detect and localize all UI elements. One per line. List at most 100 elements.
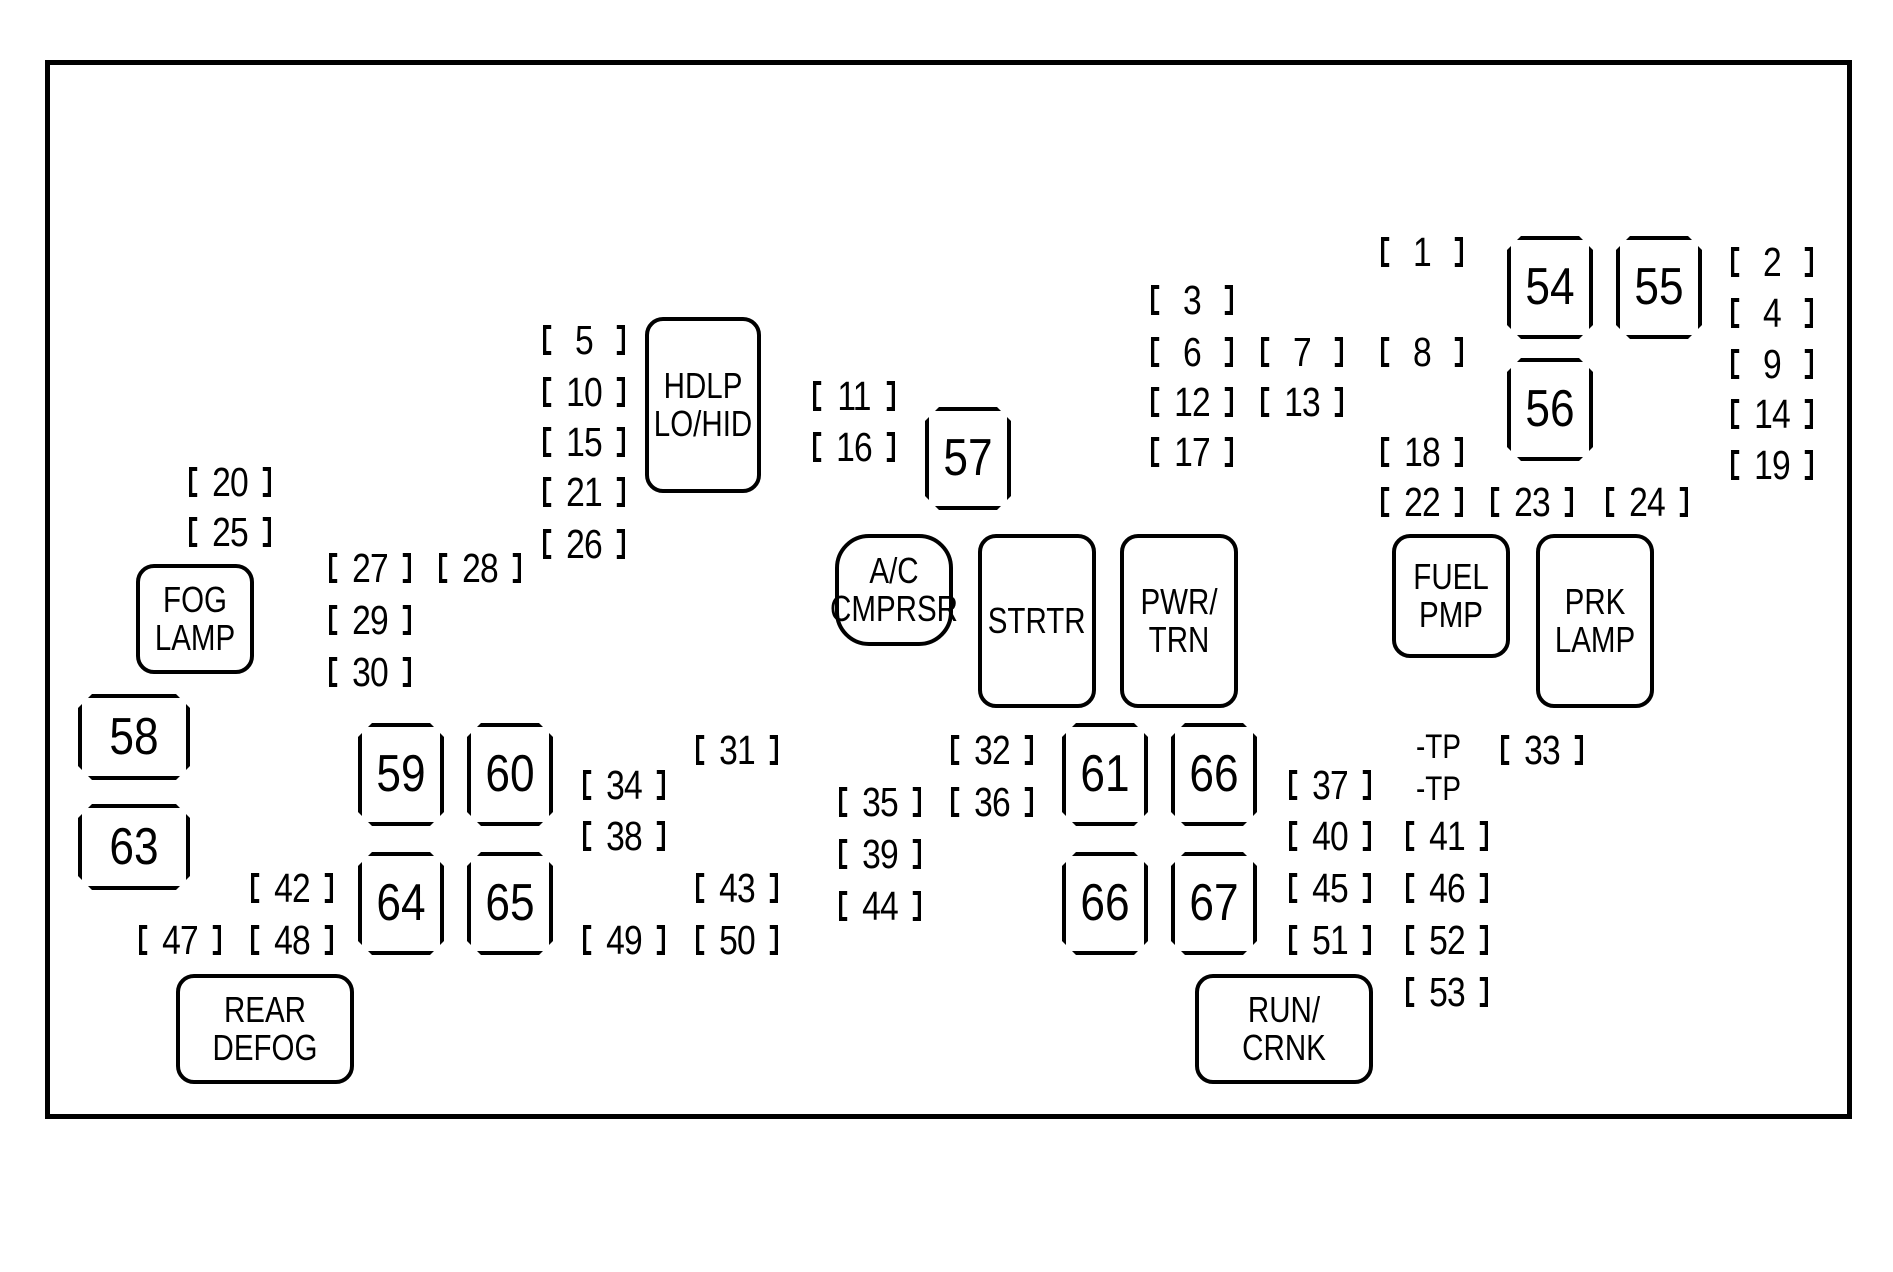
fuse-33: 33 [1499,728,1584,772]
fuse-7: 7 [1259,330,1344,374]
fuse-42: 42 [249,866,334,910]
relay-58-label: 58 [109,708,159,766]
park-lamp-label: PRK LAMP [1554,581,1636,660]
fuse-25: 25 [187,510,272,554]
fuse-23: 23 [1489,480,1574,524]
fuse-17: 17 [1149,430,1234,474]
rear-defog-label: REAR DEFOG [212,989,318,1068]
fuse-28: 28 [437,546,522,590]
starter-relay: STRTR [978,534,1096,708]
fuse-30: 30 [327,650,412,694]
fuse-4: 4 [1729,291,1814,335]
fuse-44: 44 [837,884,922,928]
relay-61-label: 61 [1080,745,1130,803]
fuse-11: 11 [811,374,896,418]
fuse-50: 50 [694,918,779,962]
fuse-48: 48 [249,918,334,962]
relay-60-label: 60 [485,745,535,803]
relay-55-label: 55 [1634,258,1684,316]
relay-66-bottom-outline [1062,852,1148,955]
relay-59-label: 59 [376,745,426,803]
fuse-51: 51 [1287,918,1372,962]
ac-compressor-label: A/C CMPRSR [830,550,958,629]
relay-61-outline [1062,723,1148,826]
hdlp-lo-hid-relay: HDLP LO/HID [645,317,761,493]
run-crank-label: RUN/ CRNK [1242,989,1326,1068]
relay-56-outline [1507,358,1593,461]
fuse-24: 24 [1604,480,1689,524]
power-train-relay: PWR/ TRN [1120,534,1238,708]
test-point-2: -TP [1416,770,1461,808]
fuel-pump-label: FUEL PMP [1413,556,1489,635]
fuse-19: 19 [1729,443,1814,487]
relay-55-outline [1616,236,1702,339]
relay-64-label: 64 [376,874,426,932]
relay-56-label: 56 [1525,380,1575,438]
fuse-12: 12 [1149,380,1234,424]
relay-66-top-label: 66 [1189,745,1239,803]
fuse-35: 35 [837,780,922,824]
fuse-39: 39 [837,832,922,876]
power-train-label: PWR/ TRN [1140,581,1218,660]
fuse-5: 5 [541,318,626,362]
fuse-1: 1 [1379,230,1464,274]
relay-67-outline [1171,852,1257,955]
fuse-49: 49 [581,918,666,962]
fuse-3: 3 [1149,278,1234,322]
relay-65-label: 65 [485,874,535,932]
run-crank-relay: RUN/ CRNK [1195,974,1373,1084]
relay-59-outline [358,723,444,826]
fuse-32: 32 [949,728,1034,772]
fuse-2: 2 [1729,240,1814,284]
fuse-13: 13 [1259,380,1344,424]
fuse-14: 14 [1729,392,1814,436]
fuse-38: 38 [581,814,666,858]
fuse-9: 9 [1729,342,1814,386]
relay-54-outline [1507,236,1593,339]
hdlp-lo-hid-label: HDLP LO/HID [653,365,753,444]
relay-65-outline [467,852,553,955]
relay-57-outline [925,407,1011,510]
fuse-18: 18 [1379,430,1464,474]
relay-67-label: 67 [1189,874,1239,932]
fog-lamp-relay: FOG LAMP [136,564,254,674]
relay-54-label: 54 [1525,258,1575,316]
relay-66-bottom-label: 66 [1080,874,1130,932]
relay-66-top-outline [1171,723,1257,826]
relay-58-outline [78,694,190,780]
fuse-21: 21 [541,470,626,514]
fuse-36: 36 [949,780,1034,824]
fuse-52: 52 [1404,918,1489,962]
fuse-block-outline [45,60,1852,1119]
fuse-16: 16 [811,425,896,469]
relay-64-outline [358,852,444,955]
fuse-8: 8 [1379,330,1464,374]
relay-63-outline [78,804,190,890]
fuse-47: 47 [137,918,222,962]
fuse-27: 27 [327,546,412,590]
ac-compressor-relay: A/C CMPRSR [830,534,958,646]
fuse-31: 31 [694,728,779,772]
fuse-20: 20 [187,460,272,504]
fuse-34: 34 [581,763,666,807]
fuse-29: 29 [327,598,412,642]
relay-63-label: 63 [109,818,159,876]
fuse-22: 22 [1379,480,1464,524]
rear-defog-relay: REAR DEFOG [176,974,354,1084]
fuse-10: 10 [541,370,626,414]
fuse-6: 6 [1149,330,1234,374]
fuse-45: 45 [1287,866,1372,910]
fuse-43: 43 [694,866,779,910]
park-lamp-relay: PRK LAMP [1536,534,1654,708]
fuse-26: 26 [541,522,626,566]
fuse-37: 37 [1287,763,1372,807]
starter-label: STRTR [988,600,1086,641]
fuel-pump-relay: FUEL PMP [1392,534,1510,658]
relay-60-outline [467,723,553,826]
fuse-46: 46 [1404,866,1489,910]
fuse-53: 53 [1404,970,1489,1014]
fog-lamp-label: FOG LAMP [154,579,236,658]
fuse-40: 40 [1287,814,1372,858]
relay-57-label: 57 [943,429,993,487]
fuse-41: 41 [1404,814,1489,858]
